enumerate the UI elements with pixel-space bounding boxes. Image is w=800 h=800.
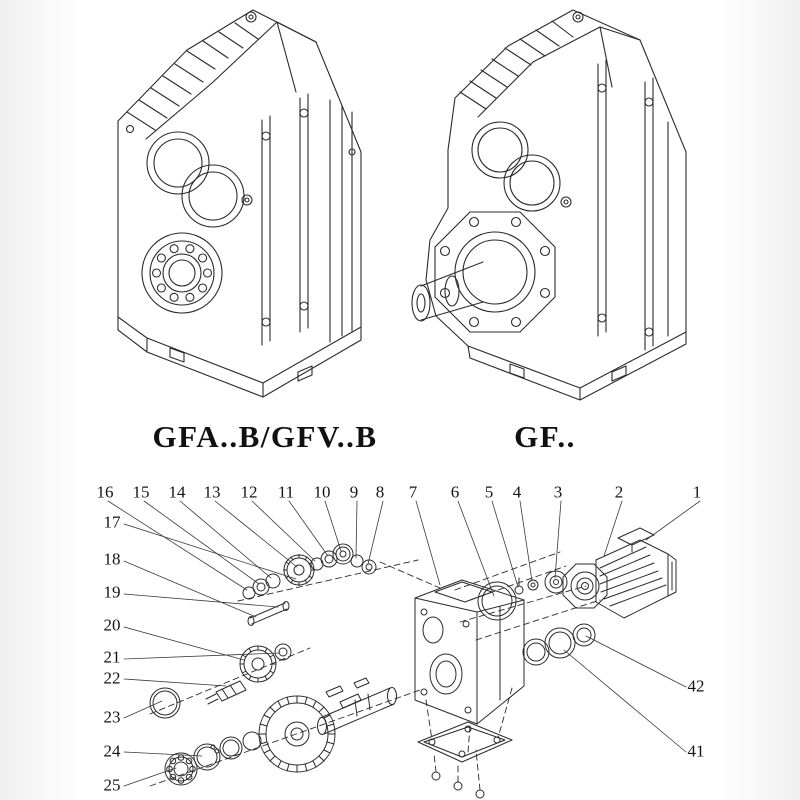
output-flange — [434, 211, 556, 333]
callout-41: 41 — [687, 741, 705, 761]
callout-4: 4 — [512, 482, 522, 502]
output-bearing-left — [141, 232, 223, 314]
leader-lines — [107, 500, 701, 787]
gearbox-drawing-gf — [411, 9, 687, 401]
callout-23: 23 — [103, 707, 121, 727]
callout-10: 10 — [313, 482, 331, 502]
callout-13: 13 — [203, 482, 221, 502]
callout-7: 7 — [408, 482, 418, 502]
callout-19: 19 — [103, 582, 121, 602]
callout-3: 3 — [553, 482, 563, 502]
callout-8: 8 — [375, 482, 385, 502]
callout-11: 11 — [277, 482, 295, 502]
callout-16: 16 — [96, 482, 114, 502]
gearbox-drawing-gfab-gfv — [117, 9, 362, 398]
model-label-gfab-gfv: GFA..B/GFV..B — [152, 419, 378, 454]
motor-coupling-parts — [477, 570, 568, 621]
callout-18: 18 — [103, 549, 121, 569]
bottom-cover-plate — [417, 721, 513, 799]
callout-2: 2 — [614, 482, 624, 502]
exploded-parts-diagram — [107, 500, 701, 799]
input-shaft-parts — [242, 543, 377, 626]
callout-14: 14 — [168, 482, 186, 502]
construction-lines — [149, 551, 601, 791]
callout-12: 12 — [240, 482, 258, 502]
intermediate-shaft-parts — [149, 643, 292, 719]
callout-5: 5 — [484, 482, 494, 502]
model-label-gf: GF.. — [514, 419, 576, 454]
callout-6: 6 — [450, 482, 460, 502]
cooling-ribs-right — [459, 20, 574, 110]
callout-20: 20 — [103, 615, 121, 635]
callout-17: 17 — [103, 512, 121, 532]
electric-motor — [562, 527, 677, 619]
output-shaft — [411, 261, 484, 322]
output-cover-rings — [522, 623, 596, 666]
callout-42: 42 — [687, 676, 705, 696]
callout-1: 1 — [692, 482, 702, 502]
output-shaft-parts — [164, 677, 397, 786]
gear-housing — [414, 579, 525, 725]
callout-21: 21 — [103, 647, 121, 667]
callout-22: 22 — [103, 668, 121, 688]
callout-24: 24 — [103, 741, 121, 761]
gear-bores-left — [146, 131, 245, 228]
callout-25: 25 — [103, 775, 121, 795]
gear-bores-right — [471, 121, 561, 212]
callout-9: 9 — [349, 482, 359, 502]
callout-15: 15 — [132, 482, 150, 502]
cooling-ribs-left — [126, 22, 259, 131]
